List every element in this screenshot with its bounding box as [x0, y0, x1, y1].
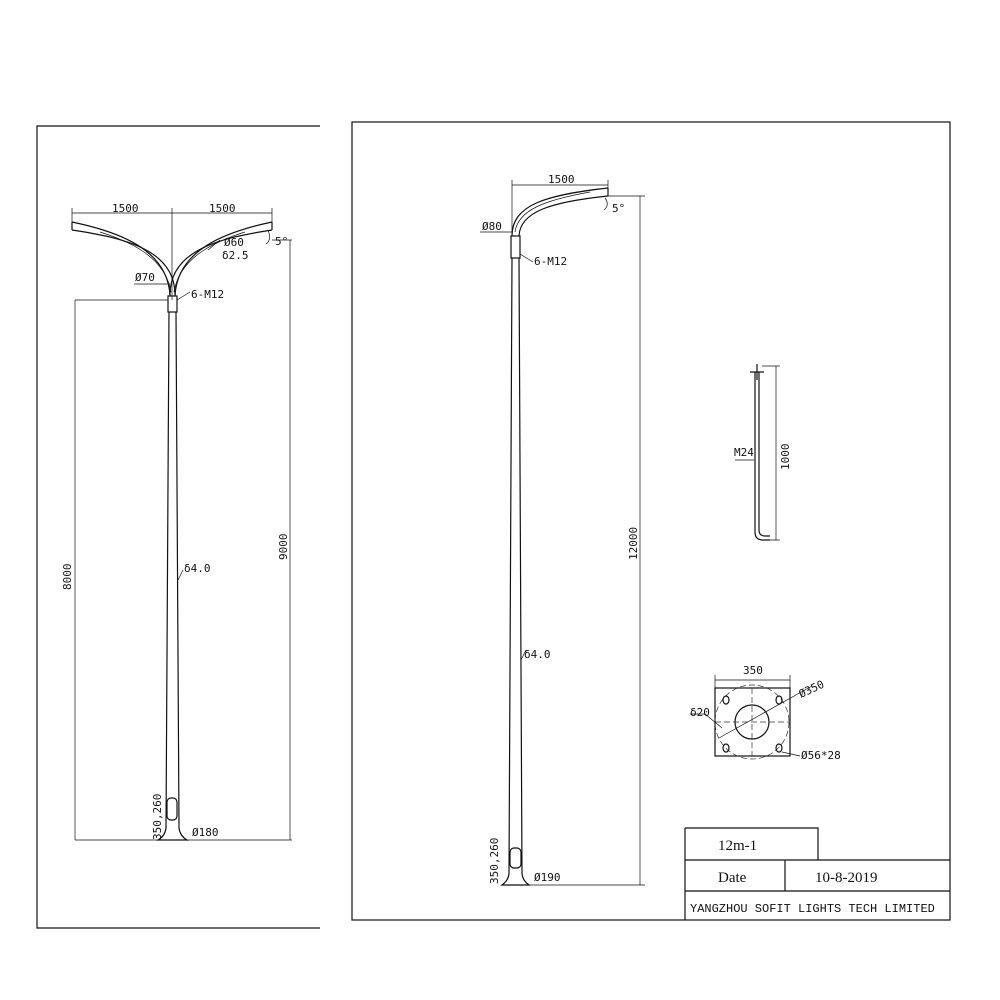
base-plate-thickness: δ20	[690, 706, 710, 719]
left-arm-length-right: 1500	[209, 202, 236, 215]
date-label: Date	[718, 870, 747, 886]
base-plate-holes: Ø56*28	[801, 749, 841, 762]
left-frame	[36, 125, 320, 929]
left-tilt: 5°	[275, 235, 288, 248]
title-block	[684, 827, 950, 920]
right-door-dims: 350,260	[488, 838, 501, 884]
right-arm-length: 1500	[548, 173, 575, 186]
date-value: 10-8-2019	[815, 870, 878, 886]
left-total-height: 9000	[277, 534, 290, 561]
right-pole-thickness: δ4.0	[524, 648, 551, 661]
left-pole-height: 8000	[61, 564, 74, 591]
left-door-dims: 350,260	[151, 794, 164, 840]
right-single-arm-pole	[480, 180, 645, 886]
left-bolts: 6-M12	[191, 288, 224, 301]
left-arm-length-left: 1500	[112, 202, 139, 215]
company-name: YANGZHOU SOFIT LIGHTS TECH LIMITED	[690, 902, 935, 916]
left-double-arm-pole	[71, 208, 292, 841]
left-top-diameter: Ø70	[135, 271, 155, 284]
right-tilt: 5°	[612, 202, 625, 215]
left-arm-thickness: δ2.5	[222, 249, 249, 262]
model-name: 12m-1	[718, 838, 757, 854]
anchor-bolt	[735, 364, 780, 541]
left-pole-thickness: δ4.0	[184, 562, 211, 575]
left-arm-diameter: Ø60	[224, 236, 244, 249]
right-bolts: 6-M12	[534, 255, 567, 268]
left-base-diameter: Ø180	[192, 826, 219, 839]
anchor-length: 1000	[779, 444, 792, 471]
right-top-diameter: Ø80	[482, 220, 502, 233]
right-total-height: 12000	[627, 527, 640, 560]
base-plate-circle: Ø350	[797, 678, 827, 701]
base-plate-width: 350	[743, 664, 763, 677]
right-frame	[351, 121, 951, 921]
base-plate	[690, 675, 813, 760]
anchor-thread: M24	[734, 446, 754, 459]
right-base-diameter: Ø190	[534, 871, 561, 884]
